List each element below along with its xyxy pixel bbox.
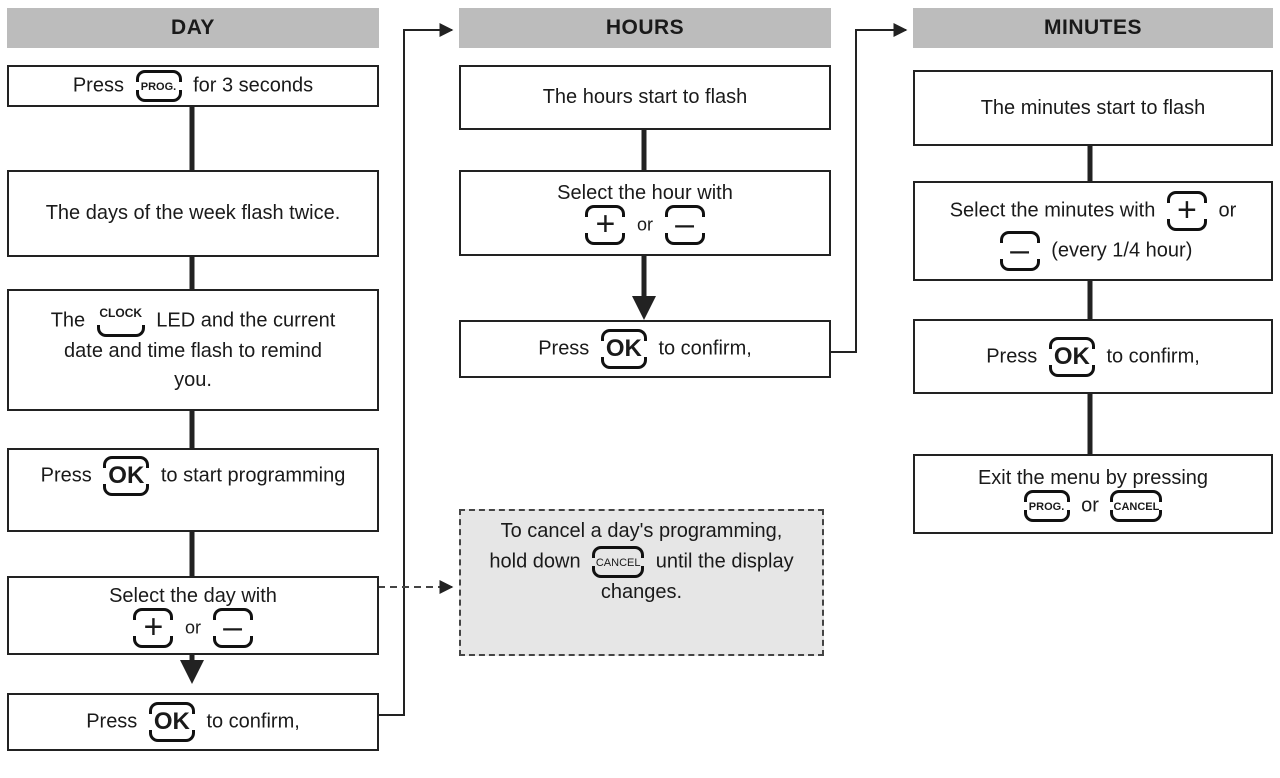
- cancel-button-icon: CANCEL: [590, 546, 646, 578]
- minutes-step-press-ok-confirm: Press OK to confirm,: [913, 319, 1273, 394]
- connector-day-to-hours: [378, 23, 454, 716]
- ok-button-icon: OK: [1047, 336, 1097, 377]
- ok-button-icon: OK: [599, 329, 649, 369]
- hours-step-flash: The hours start to flash: [459, 65, 831, 130]
- arrowhead-hours: [632, 296, 656, 320]
- arrowhead-day: [180, 660, 204, 684]
- hours-step-select-hour: Select the hour with + or –: [459, 170, 831, 256]
- day-step-select-day: Select the day with + or –: [7, 576, 379, 655]
- day-step-press-ok-confirm: Press OK to confirm,: [7, 693, 379, 751]
- ok-button-icon: OK: [101, 456, 151, 496]
- hours-step-press-ok-confirm: Press OK to confirm,: [459, 320, 831, 378]
- prog-button-icon: PROG.: [134, 70, 184, 102]
- minus-button-icon: –: [663, 205, 707, 245]
- day-step-clock-led: The CLOCK LED and the current date and t…: [7, 289, 379, 411]
- minus-button-icon: –: [998, 231, 1042, 271]
- plus-button-icon: +: [583, 205, 627, 245]
- day-step-press-prog: Press PROG. for 3 seconds: [7, 65, 379, 107]
- minus-button-icon: –: [211, 607, 255, 648]
- header-day: DAY: [7, 8, 379, 48]
- minutes-step-flash: The minutes start to flash: [913, 70, 1273, 146]
- header-hours: HOURS: [459, 8, 831, 48]
- cancel-button-icon: CANCEL: [1108, 490, 1164, 522]
- connector-hours-to-minutes: [830, 23, 908, 353]
- plus-button-icon: +: [131, 607, 175, 648]
- day-step-press-ok-start: Press OK to start programming: [7, 448, 379, 532]
- prog-button-icon: PROG.: [1022, 490, 1072, 522]
- plus-button-icon: +: [1165, 191, 1209, 231]
- header-minutes: MINUTES: [913, 8, 1273, 48]
- minutes-step-select-minutes: Select the minutes with + or – (every 1/…: [913, 181, 1273, 281]
- minutes-step-exit-menu: Exit the menu by pressing PROG. or CANCE…: [913, 454, 1273, 534]
- cancel-note: To cancel a day's programming, hold down…: [459, 509, 824, 656]
- day-step-days-flash: The days of the week flash twice.: [7, 170, 379, 257]
- ok-button-icon: OK: [147, 702, 197, 742]
- clock-button-icon: CLOCK: [95, 305, 147, 337]
